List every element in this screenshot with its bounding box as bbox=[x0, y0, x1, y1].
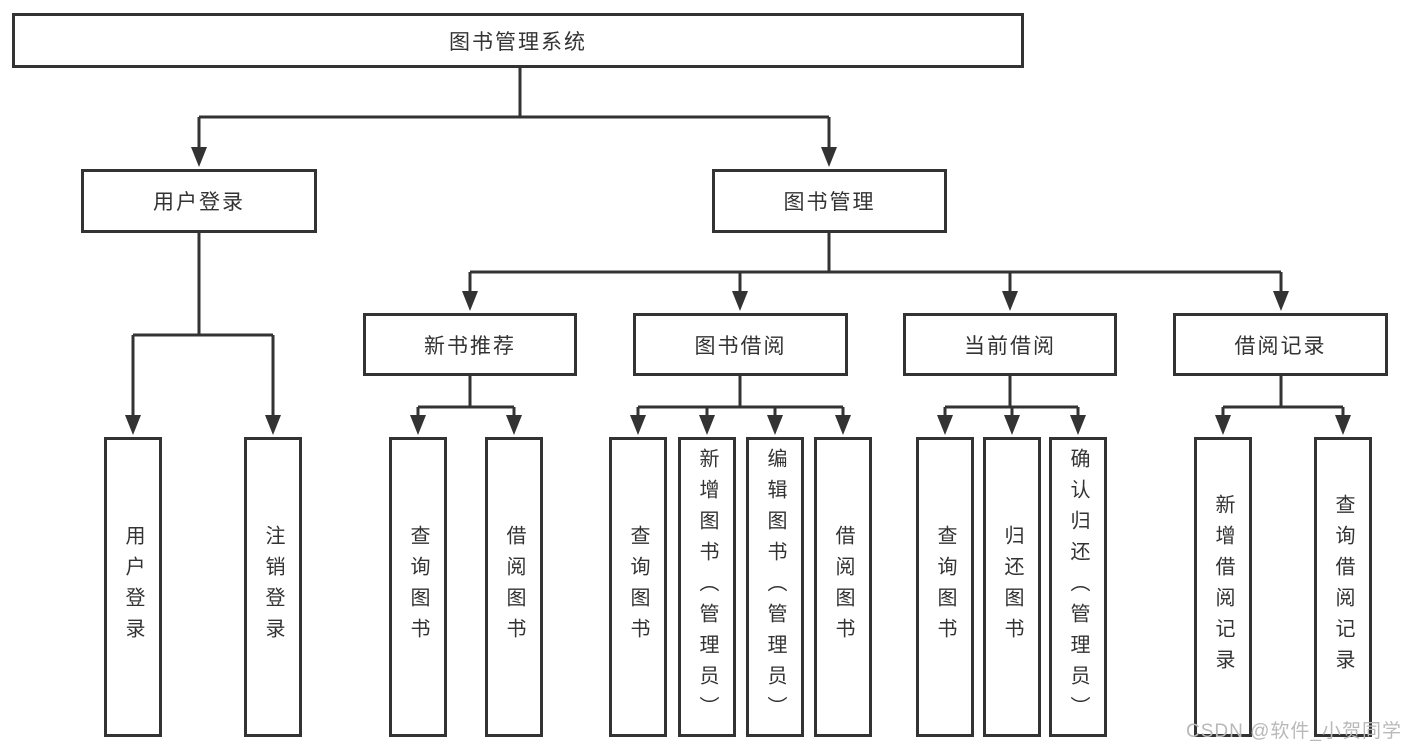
leaf-return-books-label: 归还图书 bbox=[1001, 525, 1023, 649]
node-borrow-records-label: 借阅记录 bbox=[1234, 334, 1327, 358]
node-root-label: 图书管理系统 bbox=[449, 30, 587, 54]
leaf-query-borrow-record: 查询借阅记录 bbox=[1314, 437, 1372, 737]
leaf-user-login-action: 用户登录 bbox=[104, 437, 162, 737]
leaf-borrow-books-recommend-label: 借阅图书 bbox=[503, 525, 525, 649]
node-new-book-recommend-label: 新书推荐 bbox=[424, 334, 516, 358]
node-book-borrow: 图书借阅 bbox=[633, 313, 848, 376]
leaf-add-borrow-record: 新增借阅记录 bbox=[1194, 437, 1252, 737]
leaf-confirm-return-admin: 确认归还（管理员） bbox=[1049, 437, 1107, 737]
leaf-edit-books-admin: 编辑图书（管理员） bbox=[746, 437, 804, 737]
node-borrow-records: 借阅记录 bbox=[1173, 313, 1388, 376]
leaf-query-books-current-label: 查询图书 bbox=[934, 525, 956, 649]
node-book-borrow-label: 图书借阅 bbox=[694, 334, 787, 358]
leaf-edit-books-admin-label: 编辑图书（管理员） bbox=[764, 447, 786, 727]
leaf-query-books-borrow: 查询图书 bbox=[609, 437, 667, 737]
node-user-login-label: 用户登录 bbox=[153, 191, 245, 214]
leaf-borrow-books-action: 借阅图书 bbox=[814, 437, 872, 737]
leaf-query-borrow-record-label: 查询借阅记录 bbox=[1332, 494, 1354, 680]
node-user-login: 用户登录 bbox=[81, 169, 317, 233]
arrowhead-icons bbox=[125, 147, 1351, 435]
node-root: 图书管理系统 bbox=[12, 13, 1024, 68]
node-current-borrow-label: 当前借阅 bbox=[964, 334, 1056, 358]
leaf-add-books-admin: 新增图书（管理员） bbox=[678, 437, 736, 737]
leaf-query-books-recommend: 查询图书 bbox=[389, 437, 447, 737]
leaf-logout-action: 注销登录 bbox=[244, 437, 302, 737]
csdn-watermark: CSDN @软件_小贺同学 bbox=[1186, 721, 1402, 742]
leaf-add-borrow-record-label: 新增借阅记录 bbox=[1212, 494, 1234, 680]
node-book-management: 图书管理 bbox=[712, 169, 947, 233]
leaf-user-login-action-label: 用户登录 bbox=[122, 525, 144, 649]
node-current-borrow: 当前借阅 bbox=[903, 313, 1117, 376]
leaf-borrow-books-recommend: 借阅图书 bbox=[485, 437, 543, 737]
leaf-query-books-borrow-label: 查询图书 bbox=[627, 525, 649, 649]
leaf-add-books-admin-label: 新增图书（管理员） bbox=[696, 447, 718, 727]
leaf-borrow-books-action-label: 借阅图书 bbox=[832, 525, 854, 649]
leaf-query-books-current: 查询图书 bbox=[916, 437, 974, 737]
leaf-logout-action-label: 注销登录 bbox=[262, 525, 284, 649]
leaf-query-books-recommend-label: 查询图书 bbox=[407, 525, 429, 649]
leaf-confirm-return-admin-label: 确认归还（管理员） bbox=[1067, 447, 1089, 727]
node-new-book-recommend: 新书推荐 bbox=[363, 313, 577, 376]
leaf-return-books: 归还图书 bbox=[983, 437, 1041, 737]
node-book-management-label: 图书管理 bbox=[783, 191, 876, 214]
tree-edges bbox=[131, 68, 1345, 418]
